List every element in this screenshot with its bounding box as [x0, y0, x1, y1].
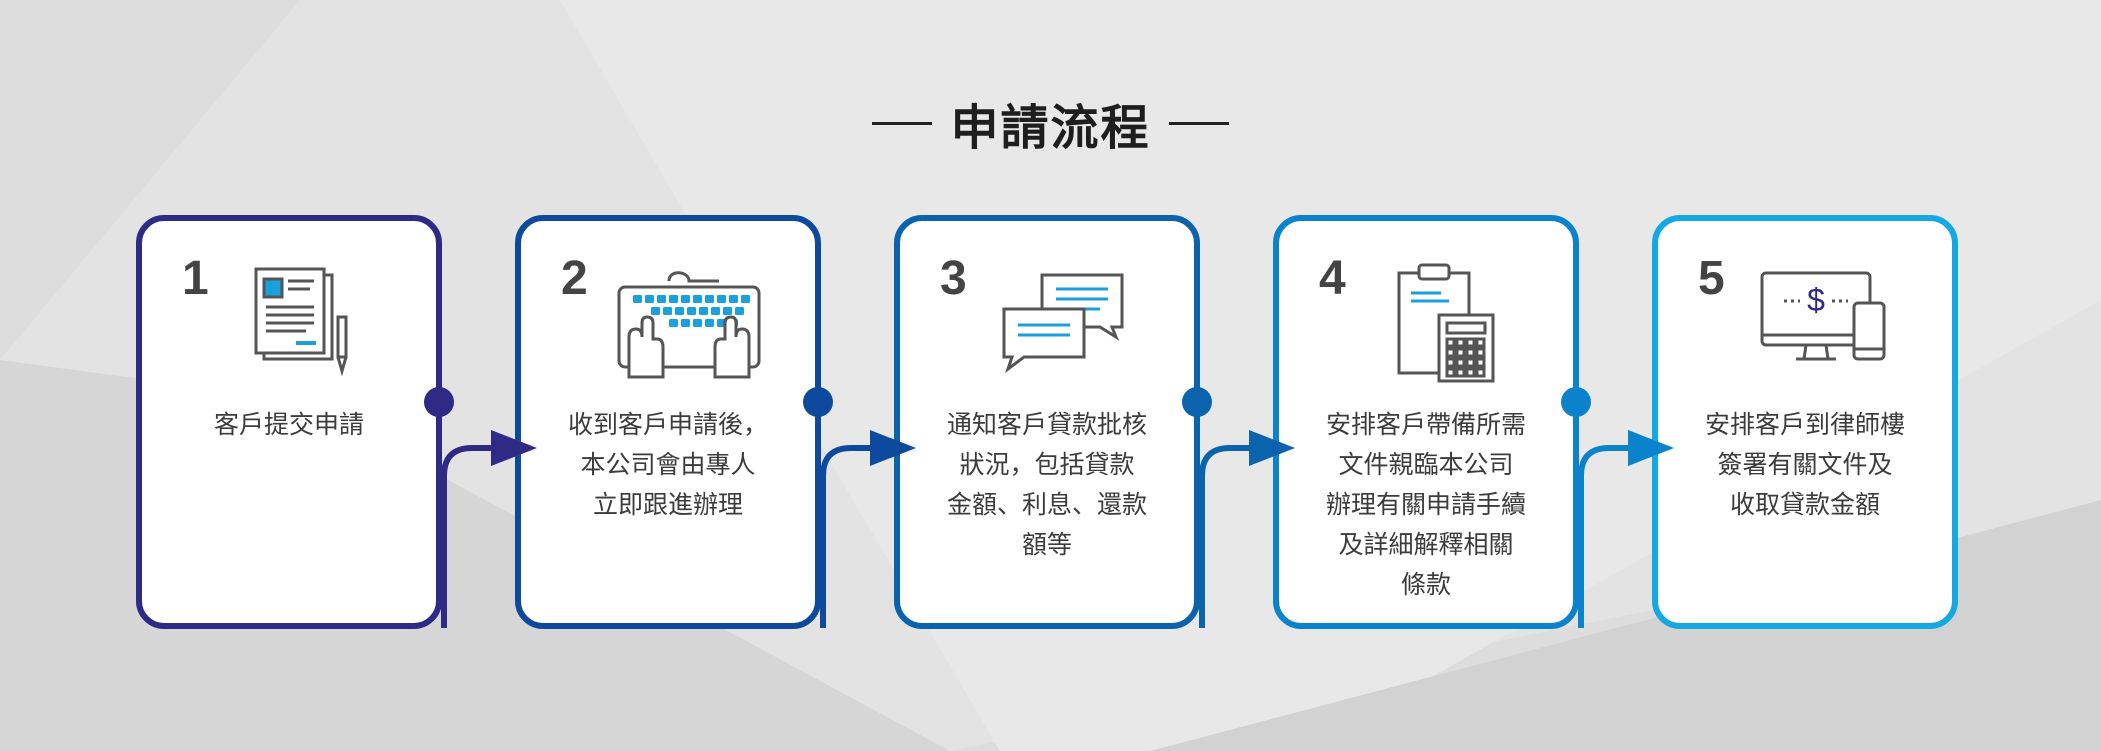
- step-card-5: 5 $ 安排客戶到律師樓 簽署有關文件及 收取貸款金額: [1652, 215, 1958, 629]
- keyboard-key: [633, 295, 642, 303]
- calculator-key: [1475, 357, 1486, 368]
- connector-dot: [424, 387, 454, 417]
- connector-dot: [803, 387, 833, 417]
- calculator-key: [1455, 337, 1466, 348]
- keyboard-key: [693, 319, 702, 327]
- arrow-head: [870, 430, 916, 466]
- document-form-icon: [254, 267, 348, 377]
- calculator-key: [1455, 357, 1466, 368]
- keyboard-key: [693, 295, 702, 303]
- calculator-key: [1475, 367, 1486, 378]
- keyboard-key: [741, 295, 750, 303]
- step-card-4: 4 安排客戶帶備所需 文件親臨本公司 辦理有關申請手續 及詳細解釋相關 條款: [1273, 215, 1579, 629]
- calculator-key: [1445, 337, 1456, 348]
- connector-dot: [1182, 387, 1212, 417]
- keyboard-key: [663, 307, 672, 315]
- connector-line: [820, 445, 884, 628]
- connector-dot: [1561, 387, 1591, 417]
- calculator-key: [1445, 367, 1456, 378]
- step-number: 1: [182, 252, 209, 305]
- arrow-head: [491, 430, 537, 466]
- calculator-key: [1455, 367, 1466, 378]
- title-line-left: [872, 121, 933, 125]
- keyboard-key: [669, 295, 678, 303]
- step-card-3: 3 通知客戶貸款批核 狀況，包括貸款 金額、利息、還款 額等: [894, 215, 1200, 629]
- keyboard-key: [681, 295, 690, 303]
- step-number: 2: [561, 252, 588, 305]
- keyboard-key: [705, 319, 714, 327]
- calculator-key: [1445, 357, 1456, 368]
- keyboard-key: [657, 295, 666, 303]
- step-text: 收到客戶申請後， 本公司會由專人 立即跟進辦理: [567, 410, 768, 519]
- title-line-right: [1168, 121, 1229, 125]
- calculator-key: [1475, 347, 1486, 358]
- arrow-head: [1628, 430, 1674, 466]
- clipboard-calculator-icon: [1397, 263, 1495, 383]
- step-text: 安排客戶到律師樓 簽署有關文件及 收取貸款金額: [1704, 410, 1905, 519]
- keyboard-key: [675, 307, 684, 315]
- keyboard-key: [723, 307, 732, 315]
- keyboard-key: [705, 295, 714, 303]
- keyboard-key: [711, 307, 720, 315]
- page-title: 申請流程: [950, 100, 1151, 156]
- step-text: 安排客戶帶備所需 文件親臨本公司 辦理有關申請手續 及詳細解釋相關 條款: [1325, 410, 1526, 599]
- devices-dollar-icon: $: [1760, 271, 1886, 361]
- keyboard-typing-icon: [617, 271, 761, 379]
- step-card-2: 2 收到客戶申請後， 本公司會由專人 立即跟進辦理: [515, 215, 821, 629]
- calculator-key: [1455, 347, 1466, 358]
- step-number: 4: [1319, 252, 1346, 305]
- chat-bubbles-icon: [1002, 273, 1124, 374]
- connector-line: [441, 445, 505, 628]
- step-card-1: 1 客戶提交申請: [136, 215, 442, 629]
- keyboard-key: [669, 319, 678, 327]
- calculator-key: [1465, 347, 1476, 358]
- keyboard-key: [717, 295, 726, 303]
- calculator-key: [1465, 367, 1476, 378]
- connector-line: [1199, 445, 1263, 628]
- step-text: 客戶提交申請: [213, 410, 364, 439]
- connector-line: [1578, 445, 1642, 628]
- calculator-key: [1465, 337, 1476, 348]
- step-number: 3: [940, 252, 967, 305]
- keyboard-key: [729, 295, 738, 303]
- keyboard-key: [651, 307, 660, 315]
- arrow-head: [1249, 430, 1295, 466]
- step-text: 通知客戶貸款批核 狀況，包括貸款 金額、利息、還款 額等: [946, 410, 1147, 559]
- svg-text:$: $: [1807, 282, 1825, 318]
- keyboard-key: [735, 307, 744, 315]
- keyboard-key: [687, 307, 696, 315]
- keyboard-key: [645, 295, 654, 303]
- step-number: 5: [1698, 252, 1725, 305]
- keyboard-key: [681, 319, 690, 327]
- calculator-key: [1445, 347, 1456, 358]
- calculator-key: [1475, 337, 1486, 348]
- title-bar: 申請流程: [0, 88, 2101, 158]
- keyboard-key: [699, 307, 708, 315]
- calculator-key: [1465, 357, 1476, 368]
